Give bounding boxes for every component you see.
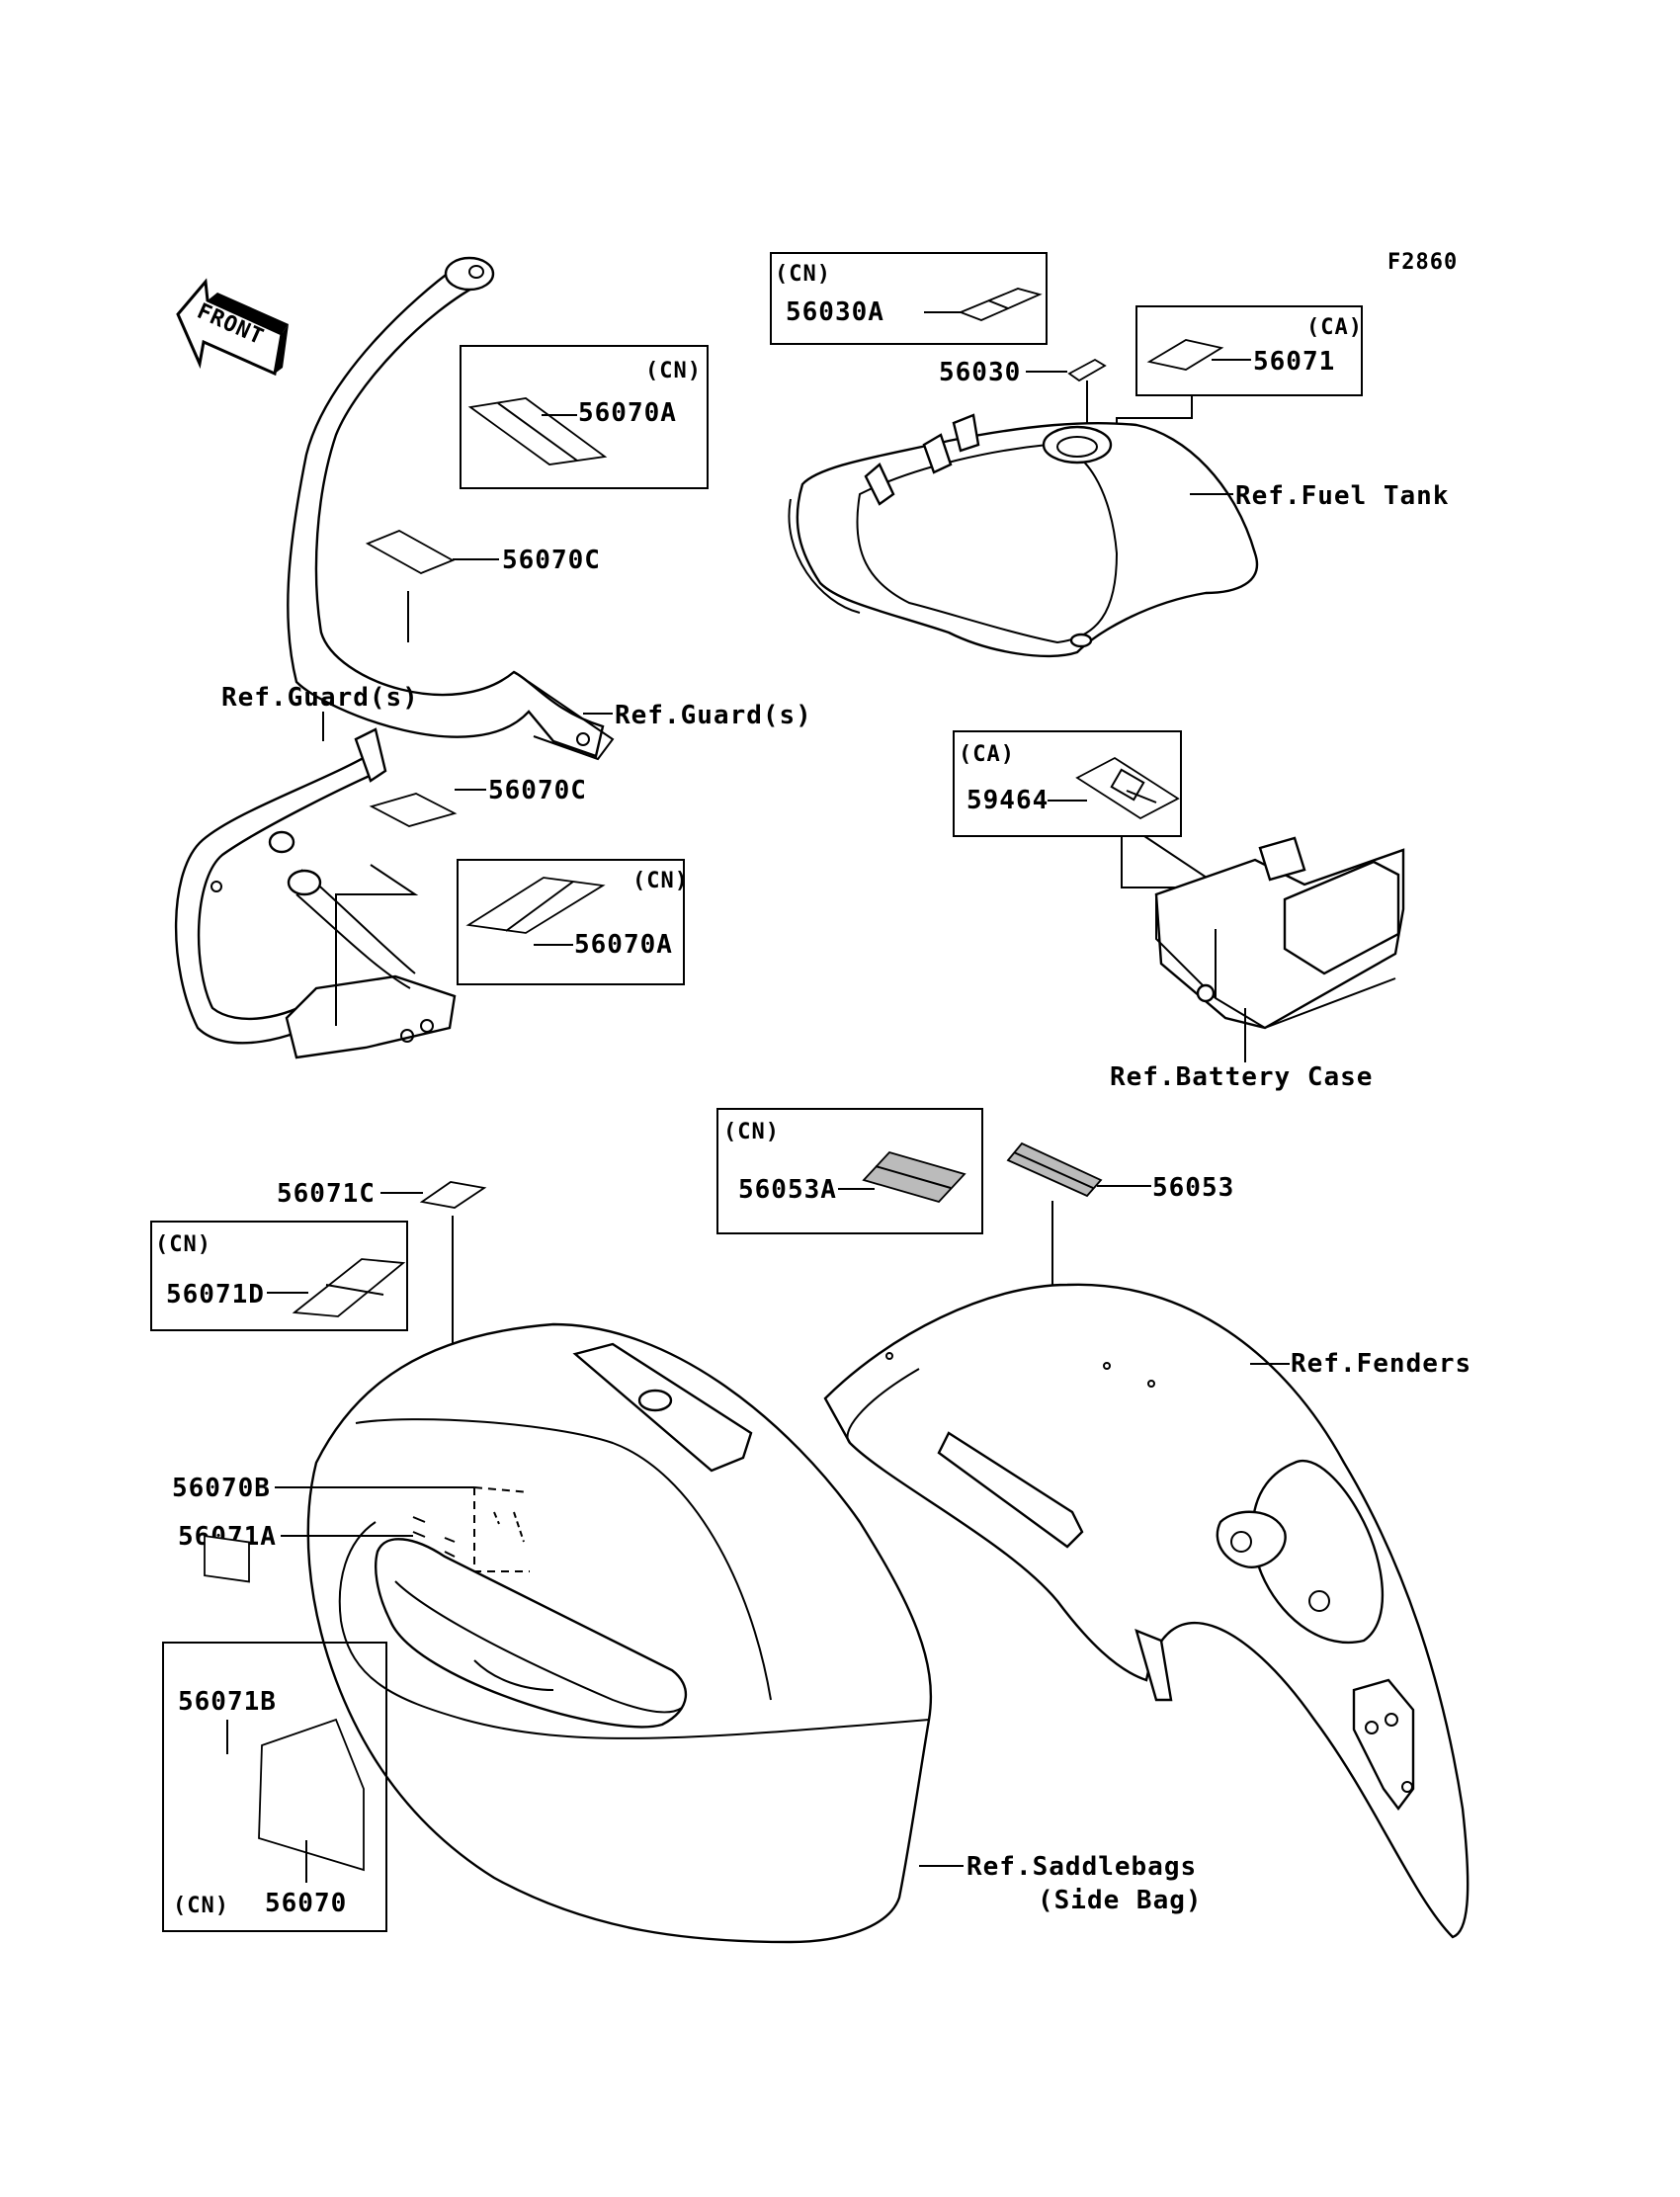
ca-box-59464 [953,730,1182,837]
part-label-56070a-top: 56070A [578,398,677,428]
decal-56071b-icon [204,1535,250,1583]
decal-56070a-mid-icon [465,877,606,934]
part-label-56071c: 56071C [277,1179,376,1209]
decal-56071c-icon [419,1181,487,1209]
decal-56071d-icon [292,1258,406,1317]
battery-case-drawing [1154,836,1405,1030]
ref-guard-left: Ref.Guard(s) [221,683,419,713]
part-label-56030: 56030 [939,358,1021,387]
part-label-59464: 59464 [966,786,1049,815]
saddlebag-drawing [306,1322,933,1944]
part-label-56071b: 56071B [178,1687,277,1717]
decal-56071-icon [1146,339,1224,371]
decal-56030a-icon [958,288,1043,321]
cn-box-56070a-mid [457,859,685,985]
part-label-56070: 56070 [265,1889,347,1918]
part-label-56053a: 56053A [738,1175,837,1205]
decal-56070c-mid-icon [369,793,458,827]
part-label-56070a-mid: 56070A [574,930,673,960]
ref-fuel-tank: Ref.Fuel Tank [1235,481,1450,511]
part-label-56053: 56053 [1152,1173,1234,1203]
cn-box-56071d [150,1221,408,1331]
decal-56070-icon [258,1718,365,1872]
part-label-56070c-mid: 56070C [488,776,587,805]
part-label-56030a: 56030A [786,297,884,327]
ca-box-56071 [1135,305,1363,396]
region-tag-cn-56071d: (CN) [155,1232,211,1257]
part-label-56071: 56071 [1253,347,1335,377]
region-tag-cn-56030a: (CN) [775,262,831,287]
region-tag-cn-56070a-top: (CN) [645,359,702,383]
decal-56053a-icon [862,1150,966,1204]
cn-box-56030a [770,252,1048,345]
figure-code: F2860 [1387,250,1458,275]
cn-box-56070a-top [460,345,709,489]
ref-saddlebags: Ref.Saddlebags [966,1852,1197,1882]
region-tag-cn-56070: (CN) [173,1894,229,1918]
front-arrow-icon: FRONT [176,278,289,377]
fenders-drawing [823,1283,1470,1939]
lower-guard-drawing [174,727,457,1059]
ref-fenders: Ref.Fenders [1291,1349,1471,1379]
decal-56030-icon [1067,358,1107,382]
cn-box-56070 [162,1642,387,1932]
fuel-tank-drawing [788,413,1259,658]
part-label-56070c-top: 56070C [502,546,601,575]
part-label-56070b: 56070B [172,1474,271,1503]
region-tag-cn-56070a-mid: (CN) [632,869,689,893]
upper-guard-drawing [287,256,615,761]
region-tag-cn-56053a: (CN) [723,1120,780,1144]
decal-56070a-top-icon [467,397,608,465]
part-label-56071d: 56071D [166,1280,265,1310]
ref-battery-case: Ref.Battery Case [1110,1062,1373,1092]
decal-56053-icon [1006,1141,1103,1198]
cn-box-56053a [716,1108,983,1234]
region-tag-ca-56071: (CA) [1306,315,1363,340]
ref-guard-right: Ref.Guard(s) [615,701,812,730]
decal-56070c-top-icon [365,530,456,574]
ref-saddlebags-sub: (Side Bag) [1038,1886,1203,1915]
decal-59464-icon [1075,756,1180,820]
region-tag-ca-59464: (CA) [959,742,1015,767]
